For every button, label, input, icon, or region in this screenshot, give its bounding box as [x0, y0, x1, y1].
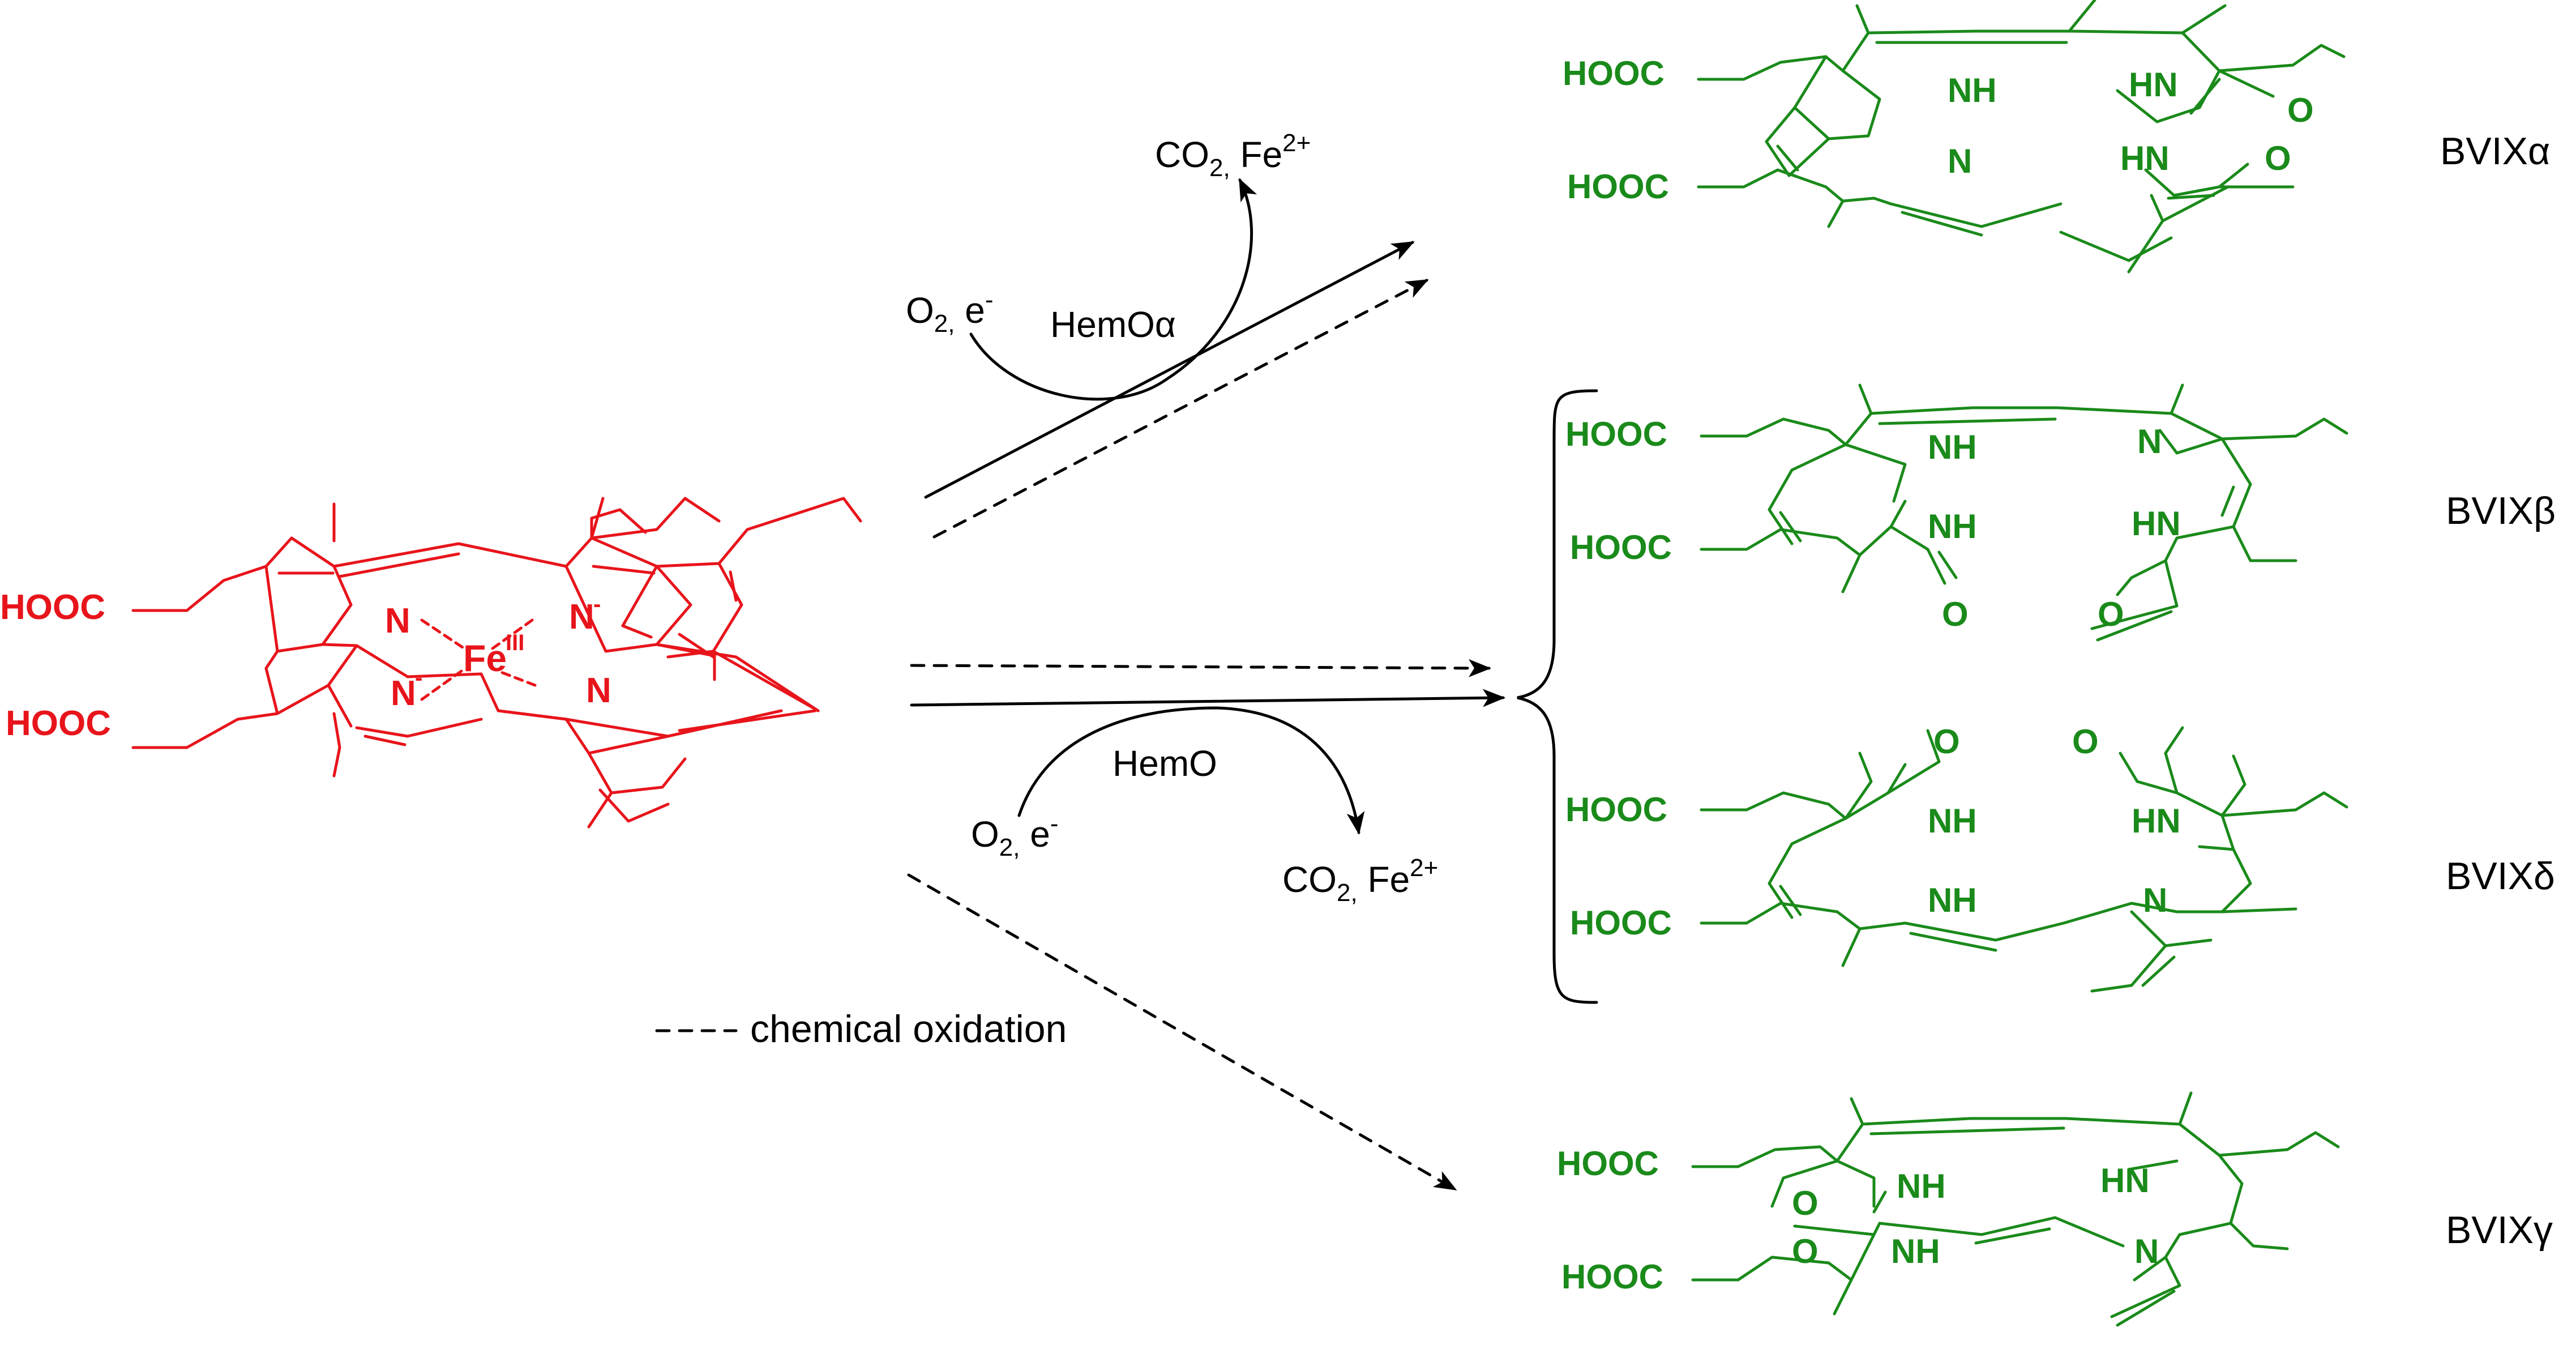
heme-iron-oxidation: III	[506, 630, 524, 655]
heme-iron: Fe	[463, 637, 507, 679]
product-bvix-gamma: HOOC HOOC O NH HN O NH N BVIXγ	[1557, 1091, 2553, 1327]
hemo-beta-delta-arrow	[910, 689, 1505, 707]
bvix-gamma-atom-3: HN	[2100, 1162, 2150, 1199]
bvix-gamma-label: BVIXγ	[2446, 1209, 2553, 1252]
bvix-alpha-atom-1: NH	[1948, 71, 1997, 109]
product-bvix-delta: HOOC HOOC O O NH HN NH N BVIXδ	[1565, 723, 2555, 993]
bvix-alpha-atom-3: O	[2287, 91, 2314, 129]
bvix-delta-labels: HOOC HOOC O O NH HN NH N	[1565, 723, 2181, 942]
bvix-gamma-hooc-top: HOOC	[1557, 1145, 1659, 1182]
chemical-gamma-arrow	[907, 873, 1457, 1191]
bvix-gamma-labels: HOOC HOOC O NH HN O NH N	[1557, 1145, 2159, 1296]
fe-coordination-bonds	[420, 618, 537, 701]
heme-n-bottom-left-charge: -	[415, 665, 422, 690]
bvix-alpha-atom-6: O	[2265, 139, 2291, 177]
reaction-arrows	[907, 178, 1598, 1191]
hemo-alpha-products: CO2, Fe2+	[1155, 129, 1311, 182]
bvix-beta-labels: HOOC HOOC NH N NH HN O O	[1565, 415, 2181, 633]
bvix-delta-atom-4: HN	[2132, 802, 2181, 840]
bvix-beta-bonds	[1700, 383, 2348, 642]
hemo-products: CO2, Fe2+	[1282, 854, 1438, 907]
bvix-gamma-bonds	[1691, 1091, 2340, 1327]
bvix-delta-hooc-top: HOOC	[1565, 791, 1667, 829]
bvix-alpha-bonds	[1697, 0, 2346, 274]
bvix-delta-atom-2: O	[2072, 723, 2099, 761]
heme-n-top-right: N	[569, 597, 594, 637]
bvix-beta-hooc-bottom: HOOC	[1570, 528, 1672, 566]
bvix-delta-atom-1: O	[1933, 723, 1960, 761]
heme-structure: HOOC HOOC N N - N - N Fe III	[0, 497, 862, 829]
bvix-gamma-atom-5: NH	[1891, 1232, 1940, 1270]
bvix-gamma-atom-4: O	[1792, 1232, 1818, 1270]
bvix-beta-label: BVIXβ	[2446, 489, 2556, 532]
bvix-alpha-hooc-top: HOOC	[1563, 54, 1664, 92]
bvix-delta-label: BVIXδ	[2446, 855, 2555, 898]
beta-delta-brace	[1517, 389, 1598, 1004]
bvix-beta-atom-1: NH	[1928, 428, 1977, 466]
bvix-delta-atom-5: NH	[1928, 881, 1977, 919]
heme-hooc-bottom: HOOC	[6, 704, 111, 743]
bvix-gamma-atom-1: O	[1792, 1184, 1818, 1222]
hemo-enzyme: HemO	[1112, 743, 1217, 784]
heme-n-bottom-left: N	[391, 674, 416, 713]
heme-bonds	[131, 497, 862, 829]
legend-chemical-oxidation: chemical oxidation	[750, 1007, 1067, 1051]
bvix-beta-atom-6: O	[2098, 595, 2124, 633]
bvix-gamma-atom-2: NH	[1897, 1167, 1946, 1205]
hemo-alpha-enzyme: HemOα	[1050, 304, 1176, 345]
hemo-alpha-reagents: O2, e-	[906, 286, 994, 338]
heme-labels: HOOC HOOC N N - N - N Fe III	[0, 588, 611, 743]
legend: chemical oxidation	[655, 1007, 1067, 1051]
bvix-delta-atom-6: N	[2143, 881, 2167, 919]
reaction-annotations: O2, e- HemOα CO2, Fe2+ HemO O2, e- CO2, …	[906, 129, 1438, 907]
bvix-alpha-labels: HOOC HOOC NH HN O N HN O	[1563, 54, 2314, 206]
bvix-alpha-atom-4: N	[1948, 142, 1972, 180]
bvix-alpha-hooc-bottom: HOOC	[1567, 168, 1669, 206]
bvix-delta-atom-3: NH	[1928, 802, 1977, 840]
bvix-beta-hooc-top: HOOC	[1565, 415, 1667, 453]
heme-n-top-right-charge: -	[593, 592, 601, 617]
bvix-beta-atom-4: HN	[2132, 505, 2181, 543]
hemo-reagents: O2, e-	[971, 810, 1059, 861]
bvix-alpha-label: BVIXα	[2440, 130, 2550, 173]
heme-hooc-top: HOOC	[0, 588, 105, 627]
bvix-gamma-hooc-bottom: HOOC	[1561, 1258, 1663, 1296]
product-bvix-beta: HOOC HOOC NH N NH HN O O BVIXβ	[1565, 383, 2556, 642]
heme-n-bottom-right: N	[586, 671, 611, 710]
chemical-beta-delta-arrow	[910, 659, 1491, 677]
hemo-alpha-arrow	[924, 241, 1415, 499]
bvix-gamma-atom-6: N	[2134, 1232, 2159, 1270]
product-bvix-alpha: HOOC HOOC NH HN O N HN O BVIXα	[1563, 0, 2550, 274]
hemo-curved-arrow	[1017, 706, 1365, 835]
bvix-beta-atom-5: O	[1942, 595, 1969, 633]
heme-n-top-left: N	[385, 601, 410, 641]
bvix-alpha-atom-2: HN	[2129, 66, 2178, 104]
chemical-alpha-arrow	[932, 279, 1429, 539]
bvix-alpha-atom-5: HN	[2120, 139, 2170, 177]
bvix-beta-atom-2: N	[2137, 422, 2162, 460]
bvix-delta-bonds	[1700, 726, 2348, 993]
bvix-beta-atom-3: NH	[1928, 507, 1977, 545]
bvix-delta-hooc-bottom: HOOC	[1570, 904, 1672, 942]
hemo-alpha-curved-arrow	[969, 178, 1257, 401]
